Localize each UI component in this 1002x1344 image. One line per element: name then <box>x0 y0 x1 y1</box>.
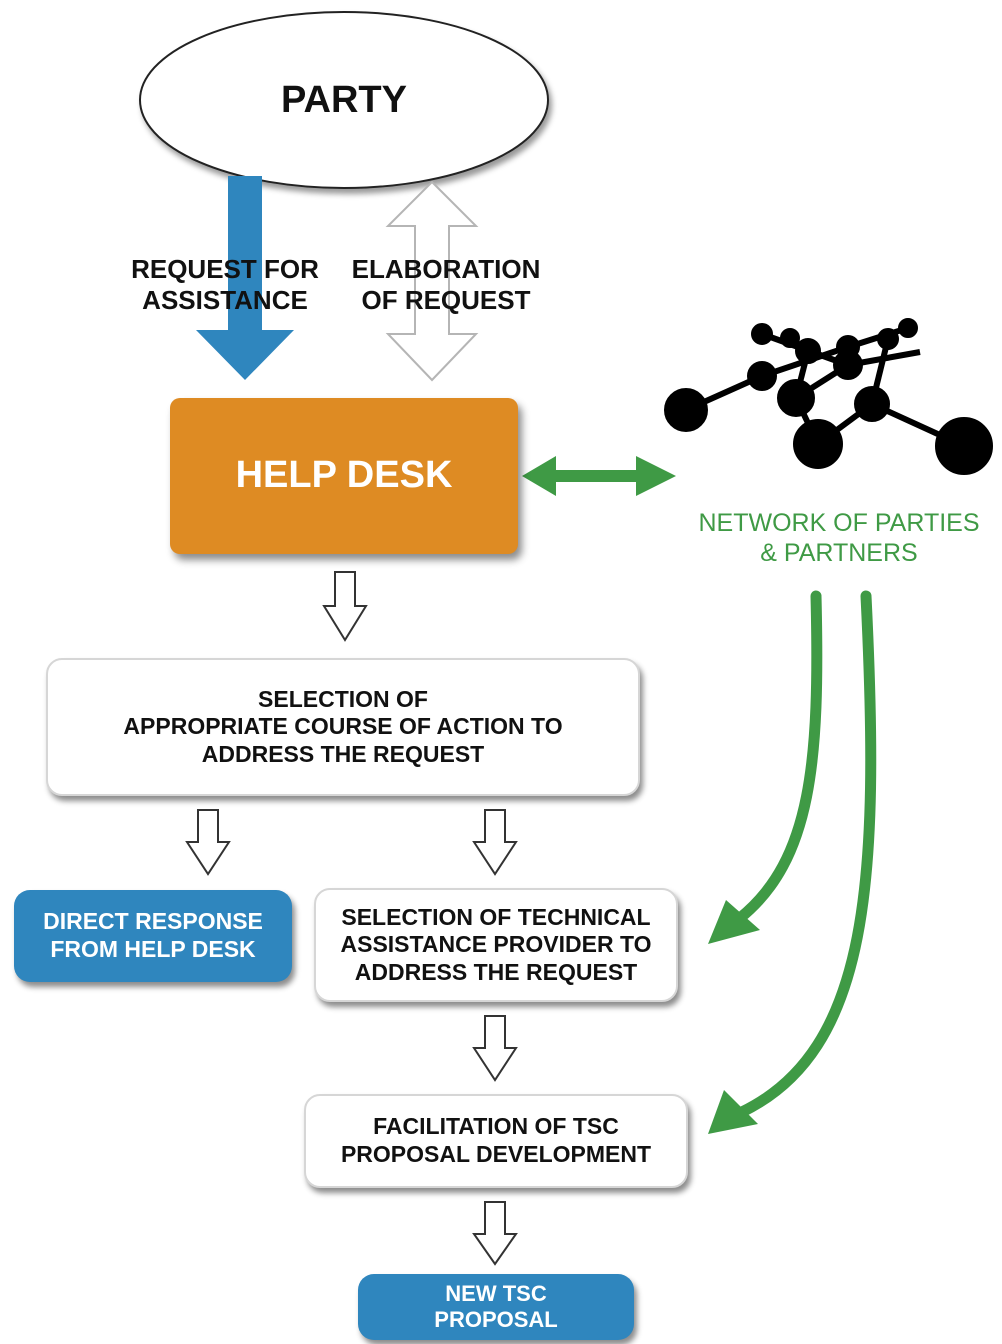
party-ellipse <box>139 11 549 189</box>
hollow-arrow-2 <box>185 809 231 876</box>
request-label-line-1: REQUEST FOR <box>131 254 319 284</box>
hollow-arrow-5 <box>472 1201 518 1266</box>
selection-course-line-3: ADDRESS THE REQUEST <box>201 740 485 767</box>
selection-course-line-1: SELECTION OF <box>258 685 428 712</box>
new-proposal-line-2: PROPOSAL <box>434 1307 558 1332</box>
hollow-arrow-4 <box>472 1015 518 1082</box>
request-for-assistance-label: REQUEST FOR ASSISTANCE <box>110 254 340 316</box>
help-desk-label: HELP DESK <box>235 454 453 497</box>
facilitation-box: FACILITATION OF TSC PROPOSAL DEVELOPMENT <box>304 1094 688 1188</box>
help-desk-network-double-arrow <box>522 456 676 496</box>
hollow-arrow-1 <box>322 571 368 642</box>
direct-response-line-2: FROM HELP DESK <box>50 936 256 962</box>
selection-course-box: SELECTION OF APPROPRIATE COURSE OF ACTIO… <box>46 658 640 796</box>
network-graph-icon <box>664 318 993 475</box>
party-label: PARTY <box>281 79 407 121</box>
elaboration-double-arrow <box>385 180 479 382</box>
selection-provider-box: SELECTION OF TECHNICAL ASSISTANCE PROVID… <box>314 888 678 1002</box>
request-arrow <box>196 176 294 380</box>
selection-provider-line-3: ADDRESS THE REQUEST <box>354 958 638 985</box>
elaboration-of-request-label: ELABORATION OF REQUEST <box>336 254 556 316</box>
new-proposal-box: NEW TSC PROPOSAL <box>358 1274 634 1340</box>
network-label-line-2: & PARTNERS <box>760 539 918 567</box>
direct-response-box: DIRECT RESPONSE FROM HELP DESK <box>14 890 292 982</box>
elaboration-label-line-2: OF REQUEST <box>361 285 531 316</box>
network-label: NETWORK OF PARTIES & PARTNERS <box>676 508 1002 568</box>
facilitation-line-1: FACILITATION OF TSC <box>373 1113 619 1140</box>
selection-provider-line-1: SELECTION OF TECHNICAL <box>341 903 651 930</box>
help-desk-box: HELP DESK <box>170 398 518 554</box>
new-proposal-line-1: NEW TSC <box>445 1280 547 1306</box>
selection-provider-line-2: ASSISTANCE PROVIDER TO <box>340 931 652 958</box>
request-label-line-2: ASSISTANCE <box>142 285 308 316</box>
facilitation-line-2: PROPOSAL DEVELOPMENT <box>340 1141 652 1167</box>
network-label-line-1: NETWORK OF PARTIES <box>698 509 980 537</box>
direct-response-line-1: DIRECT RESPONSE <box>43 908 263 935</box>
elaboration-label-line-1: ELABORATION <box>351 254 541 284</box>
network-curved-arrows <box>708 590 877 1134</box>
hollow-arrow-3 <box>472 809 518 876</box>
selection-course-line-2: APPROPRIATE COURSE OF ACTION TO <box>123 713 563 740</box>
